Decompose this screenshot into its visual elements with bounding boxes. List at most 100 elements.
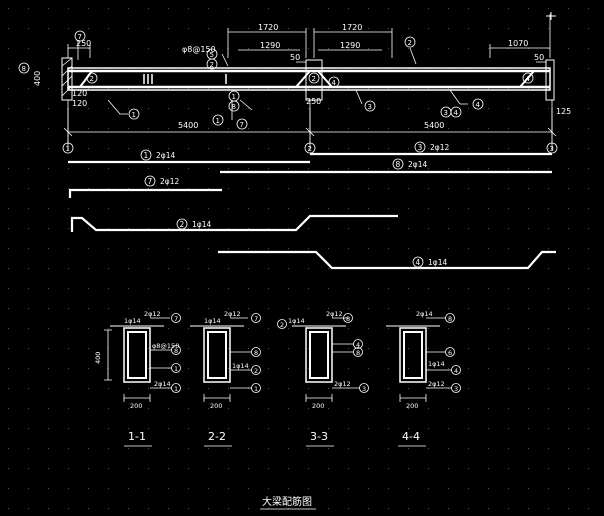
grid-dot [148,448,149,449]
grid-dot [548,8,549,9]
grid-dot [288,488,289,489]
grid-dot [168,128,169,129]
grid-dot [108,48,109,49]
grid-dot [368,48,369,49]
grid-dot [168,328,169,329]
grid-dot [48,408,49,409]
grid-dot [348,288,349,289]
grid-dot [368,8,369,9]
grid-dot [88,388,89,389]
marker-2c-circle [404,36,416,48]
grid-dot [308,448,309,449]
grid-dot [408,8,409,9]
grid-dot [368,288,369,289]
dim-120-left: 120 [72,99,87,108]
grid-dot [208,448,209,449]
grid-dot [208,408,209,409]
grid-dot [468,168,469,169]
grid-dot [128,488,129,489]
grid-dot [128,248,129,249]
grid-dot [468,148,469,149]
grid-dot [288,88,289,89]
grid-dot [328,188,329,189]
grid-dot [548,188,549,189]
grid-dot [168,268,169,269]
s44-m3 [451,383,461,393]
grid-dot [308,488,309,489]
grid-dot [8,288,9,289]
s22-m2 [251,365,261,375]
grid-dot [468,248,469,249]
axis-2: 2 [308,145,312,153]
grid-dot [268,488,269,489]
section-2-2-title: 2-2 [208,430,226,443]
grid-dot [108,408,109,409]
s33-m3-t: 3 [362,385,366,393]
grid-dot [368,308,369,309]
grid-dot [348,468,349,469]
grid-dot [408,228,409,229]
grid-dot [548,288,549,289]
grid-dot [388,128,389,129]
grid-dot [388,88,389,89]
grid-dot [468,328,469,329]
grid-dot [88,348,89,349]
grid-dot [168,348,169,349]
grid-dot [468,308,469,309]
grid-dot [188,168,189,169]
section-1-1: 2φ12 1φ14 φ8@150 2φ14 200 400 1-1 [94,310,179,447]
grid-dot [168,248,169,249]
marker-4d-circle [522,72,534,84]
grid-dot [528,408,529,409]
section-1-1-bot: 2φ14 [154,380,171,388]
grid-dot [8,368,9,369]
grid-dot [368,208,369,209]
grid-dot [468,28,469,29]
axis-1-circle [62,142,74,154]
grid-dot [548,108,549,109]
dim-400: 400 [33,71,42,86]
grid-dot [8,88,9,89]
s33-m4 [353,339,363,349]
grid-dot [8,268,9,269]
grid-dot [48,128,49,129]
grid-dot [388,188,389,189]
grid-dot [128,208,129,209]
grid-dot [368,368,369,369]
grid-dot [408,288,409,289]
grid-dot [148,508,149,509]
grid-dot [448,328,449,329]
grid-dot [128,188,129,189]
grid-dot [348,8,349,9]
grid-dot [288,448,289,449]
grid-dot [488,328,489,329]
marker-4d: 4 [526,75,531,83]
grid-dot [568,448,569,449]
grid-dot [368,108,369,109]
grid-dot [248,288,249,289]
grid-dot [8,508,9,509]
drawing-title-text: 大梁配筋图 [262,495,312,508]
grid-dot [208,308,209,309]
grid-dot [548,408,549,409]
grid-dot [188,468,189,469]
grid-dot [528,88,529,89]
grid-dot [468,288,469,289]
grid-dot [428,168,429,169]
grid-dot [48,468,49,469]
grid-dot [248,8,249,9]
grid-dot [428,428,429,429]
grid-dot [308,308,309,309]
grid-dot [28,428,29,429]
grid-dot [548,428,549,429]
grid-dot [508,288,509,289]
marker-1a: 1 [132,111,136,119]
grid-dot [568,408,569,409]
grid-dot [568,248,569,249]
grid-dot [148,228,149,229]
s22-m7-t: 7 [254,315,258,323]
grid-dot [328,488,329,489]
grid-dot [288,148,289,149]
grid-dot [528,468,529,469]
